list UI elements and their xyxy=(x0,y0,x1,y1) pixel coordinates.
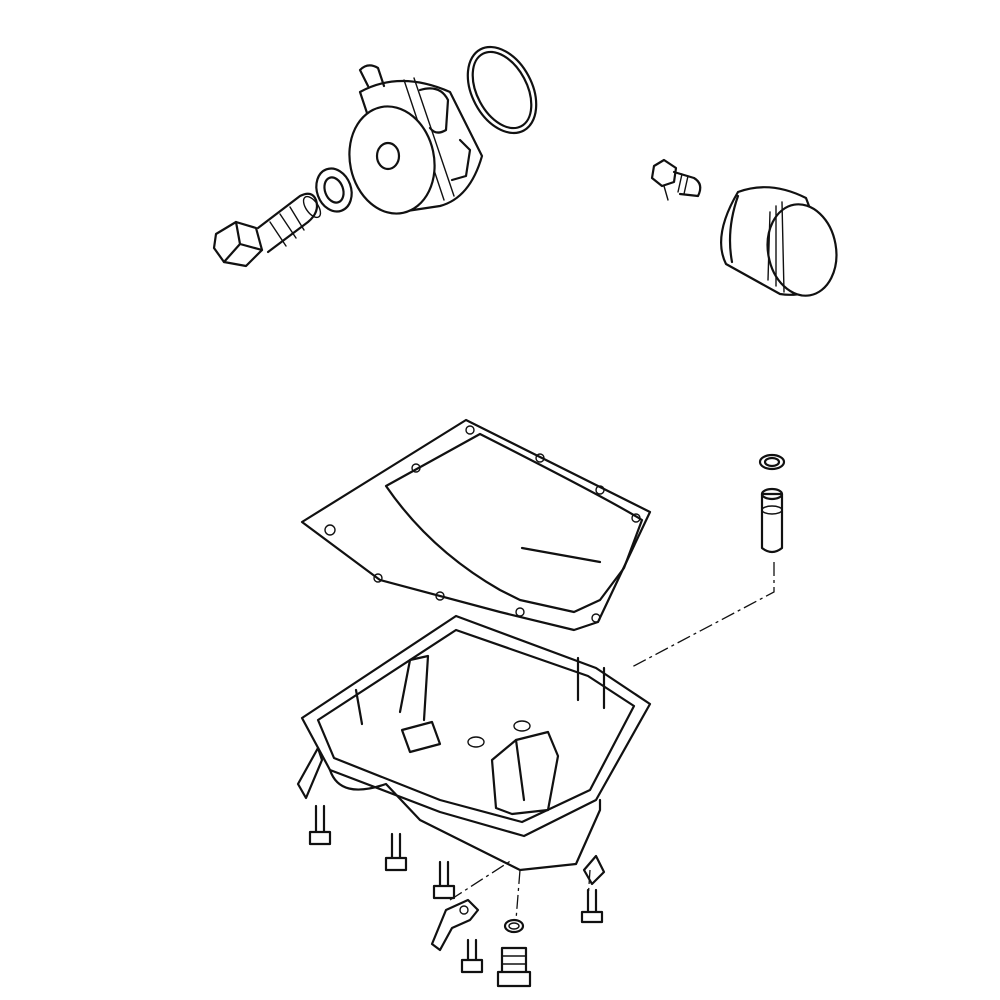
oil-cooler-icon[interactable] xyxy=(340,64,484,221)
oil-pan-gasket-icon[interactable] xyxy=(300,418,652,632)
drain-washer-icon[interactable] xyxy=(503,918,525,934)
oil-cooler-bolt-icon[interactable] xyxy=(212,192,324,268)
cooler-washer-icon[interactable] xyxy=(311,164,358,217)
oil-filter-icon[interactable] xyxy=(720,186,843,301)
hose-bracket-icon[interactable] xyxy=(430,898,480,952)
filter-union-bolt-icon[interactable] xyxy=(650,158,702,201)
oil-pan-icon[interactable] xyxy=(296,614,652,886)
sleeve-o-ring-icon[interactable] xyxy=(758,453,786,471)
pan-bolt-icon[interactable] xyxy=(308,804,604,974)
relief-sleeve-icon[interactable] xyxy=(760,487,784,554)
drain-plug-icon[interactable] xyxy=(496,946,532,988)
cooler-o-ring-icon[interactable] xyxy=(454,35,550,144)
